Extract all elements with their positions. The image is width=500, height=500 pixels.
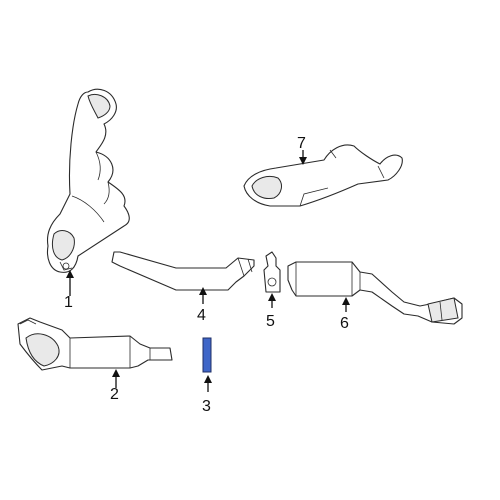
arrow-6 bbox=[342, 297, 350, 305]
arrow-2 bbox=[112, 369, 120, 377]
part-5-hanger[interactable] bbox=[263, 251, 281, 293]
arrow-3 bbox=[204, 375, 212, 383]
callout-2[interactable]: 2 bbox=[110, 386, 119, 403]
arrow-4 bbox=[199, 287, 207, 295]
arrow-7 bbox=[299, 157, 307, 165]
callout-1[interactable]: 1 bbox=[64, 294, 73, 311]
callout-7[interactable]: 7 bbox=[297, 135, 306, 152]
part-6-muffler-tailpipe[interactable] bbox=[287, 261, 463, 325]
part-2-catalytic-converter[interactable] bbox=[17, 317, 173, 371]
callout-4[interactable]: 4 bbox=[197, 307, 206, 324]
part-7-heat-shield[interactable] bbox=[243, 144, 403, 207]
part-4-intermediate-pipe[interactable] bbox=[111, 251, 255, 291]
arrow-1 bbox=[66, 270, 74, 278]
callout-3[interactable]: 3 bbox=[202, 398, 211, 415]
part-1-exhaust-manifold[interactable] bbox=[46, 88, 130, 273]
arrow-5 bbox=[268, 293, 276, 301]
callout-6[interactable]: 6 bbox=[340, 315, 349, 332]
part-3-highlighted-strip[interactable] bbox=[202, 337, 212, 373]
callout-5[interactable]: 5 bbox=[266, 313, 275, 330]
